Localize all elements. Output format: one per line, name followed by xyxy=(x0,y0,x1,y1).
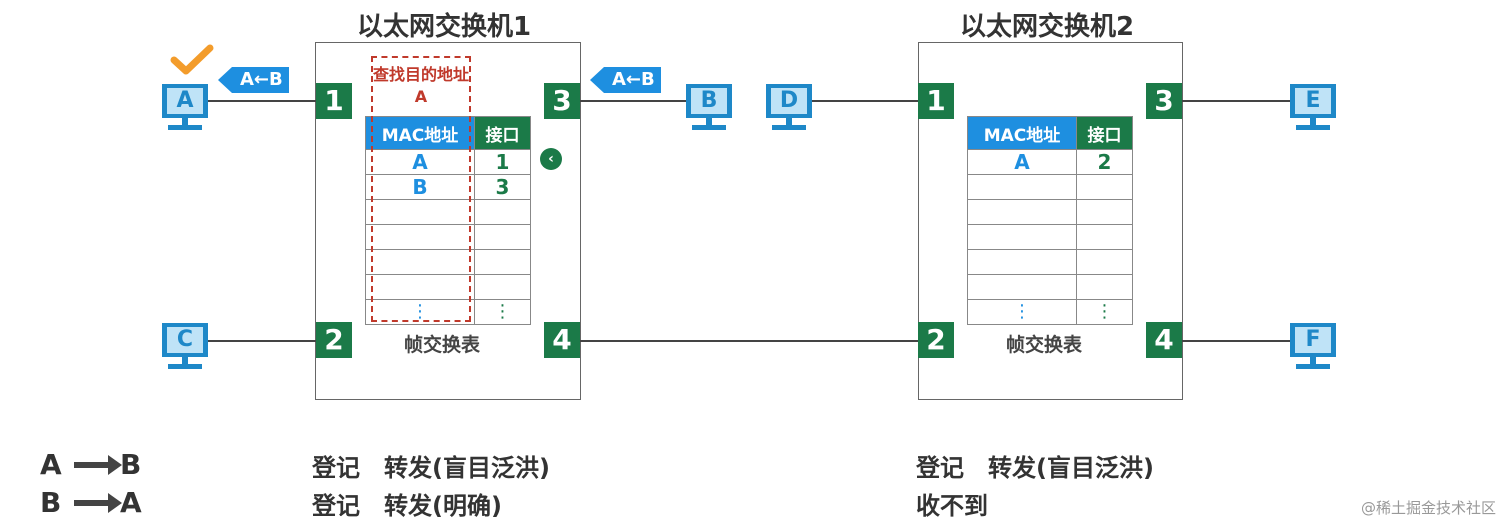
lookup-highlight xyxy=(371,56,471,322)
lookup-note: 查找目的地址A xyxy=(373,65,470,106)
switch1-table-label: 帧交换表 xyxy=(404,334,481,356)
arrow-right-icon xyxy=(74,455,122,475)
table-more-port: ⋮ xyxy=(1076,299,1133,325)
host-c: C xyxy=(162,323,208,371)
frame-near-a: A←B xyxy=(218,67,289,93)
flow-from: A xyxy=(40,448,62,481)
link-switch1-switch2 xyxy=(580,340,920,342)
table-cell-port: 3 xyxy=(474,174,531,200)
switch1-port-2: 2 xyxy=(316,322,352,358)
host-a: A xyxy=(162,84,208,132)
link-c-switch1 xyxy=(206,340,318,342)
table-cell-mac xyxy=(967,174,1077,200)
host-e: E xyxy=(1290,84,1336,132)
table-more-mac: ⋮ xyxy=(967,299,1077,325)
flow-label-a-to-b: A xyxy=(40,448,62,481)
link-d-switch2 xyxy=(812,100,920,102)
switch2-port-3: 3 xyxy=(1146,83,1182,119)
table-cell-mac: A xyxy=(365,149,475,175)
check-icon xyxy=(170,44,214,75)
switch2-flow1-status: 登记 转发(盲目泛洪) xyxy=(916,454,1154,482)
frame-near-a-label: A←B xyxy=(240,69,283,90)
port-header: 接口 xyxy=(1076,116,1133,150)
table-cell-mac xyxy=(967,224,1077,250)
table-more-port: ⋮ xyxy=(474,299,531,325)
host-d-label: D xyxy=(771,88,807,114)
switch1-port-3: 3 xyxy=(544,83,580,119)
host-a-label: A xyxy=(167,88,203,114)
host-f-label: F xyxy=(1295,327,1331,353)
switch2-flow2-status: 收不到 xyxy=(916,492,988,520)
arrow-left-icon xyxy=(218,67,232,93)
table-cell-port xyxy=(1076,249,1133,275)
frame-near-b: A←B xyxy=(590,67,661,93)
link-switch1-b xyxy=(580,100,690,102)
flow-label-b-to-a: B xyxy=(40,486,61,519)
table-cell-mac: A xyxy=(967,149,1077,175)
port-header: 接口 xyxy=(474,116,531,150)
table-cell-port xyxy=(474,224,531,250)
arrow-right-icon xyxy=(74,493,122,513)
table-cell-port xyxy=(1076,274,1133,300)
flow-to-b: B xyxy=(120,448,142,481)
flow-to-a: A xyxy=(120,486,142,519)
host-c-label: C xyxy=(167,327,203,353)
table-cell-mac xyxy=(365,199,475,225)
table-cell-port xyxy=(474,199,531,225)
table-cell-mac xyxy=(967,274,1077,300)
host-d: D xyxy=(766,84,812,132)
table-cell-port xyxy=(1076,199,1133,225)
switch1-title: 以太网交换机1 xyxy=(357,12,532,42)
table-cell-port: 2 xyxy=(1076,149,1133,175)
frame-near-b-label: A←B xyxy=(612,69,655,90)
mac-header: MAC地址 xyxy=(967,116,1077,150)
arrow-left-icon xyxy=(590,67,604,93)
switch1-port-4: 4 xyxy=(544,322,580,358)
host-b: B xyxy=(686,84,732,132)
table-cell-port xyxy=(474,274,531,300)
watermark: @稀土掘金技术社区 xyxy=(1360,499,1496,517)
table-cell-mac xyxy=(967,199,1077,225)
table-cell-port xyxy=(1076,174,1133,200)
host-e-label: E xyxy=(1295,88,1331,114)
table-cell-port: 1 xyxy=(474,149,531,175)
link-switch2-f xyxy=(1182,340,1292,342)
table-cell-port xyxy=(474,249,531,275)
chevron-left-icon[interactable]: ‹ xyxy=(540,148,562,170)
switch2-port-1: 1 xyxy=(918,83,954,119)
link-a-switch1 xyxy=(206,100,318,102)
table-cell-port xyxy=(1076,224,1133,250)
switch2-port-2: 2 xyxy=(918,322,954,358)
switch1-flow2-status: 登记 转发(明确) xyxy=(312,492,502,520)
switch1-port-1: 1 xyxy=(316,83,352,119)
link-switch2-e xyxy=(1182,100,1292,102)
table-cell-mac xyxy=(365,274,475,300)
switch1-flow1-status: 登记 转发(盲目泛洪) xyxy=(312,454,550,482)
switch2-table-label: 帧交换表 xyxy=(1006,334,1083,356)
host-b-label: B xyxy=(691,88,727,114)
switch2-title: 以太网交换机2 xyxy=(960,12,1135,42)
flow-from: B xyxy=(40,486,62,519)
table-cell-mac xyxy=(967,249,1077,275)
table-cell-mac xyxy=(365,249,475,275)
switch2-port-4: 4 xyxy=(1146,322,1182,358)
host-f: F xyxy=(1290,323,1336,371)
